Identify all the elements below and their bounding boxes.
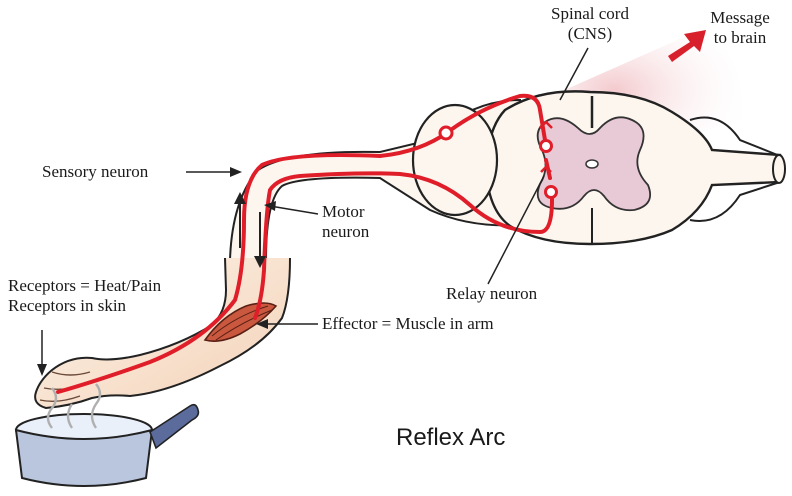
right-root-end (772, 154, 786, 184)
leader-effector-head (256, 319, 268, 329)
synapse-marks (539, 120, 553, 173)
label-receptors: Receptors = Heat/Pain Receptors in skin (8, 276, 161, 316)
steam (46, 383, 102, 429)
sensory-neuron-path (56, 93, 547, 394)
relay-cell-body (539, 139, 553, 153)
label-receptors-line2: Receptors in skin (8, 296, 127, 315)
label-spinal-cord-line1: Spinal cord (551, 4, 629, 23)
leader-motor-head (264, 201, 276, 211)
right-spinal-root (689, 116, 781, 222)
diagram-title: Reflex Arc (396, 424, 506, 451)
motor-direction-arrowhead (254, 256, 266, 268)
label-relay-neuron: Relay neuron (446, 284, 538, 303)
label-motor-neuron: Motor neuron (322, 202, 369, 242)
pot-body (14, 428, 154, 487)
leader-sensory-head (230, 167, 242, 177)
leader-receptors-head (37, 364, 47, 376)
central-canal (585, 159, 599, 169)
label-motor-line2: neuron (322, 222, 370, 241)
muscle-fibers (211, 305, 273, 341)
label-spinal-cord-line2: (CNS) (567, 24, 613, 43)
label-message-to-brain: Message to brain (700, 8, 780, 48)
label-message-line1: Message (710, 8, 770, 27)
label-spinal-cord: Spinal cord (CNS) (530, 4, 650, 44)
leader-relay (487, 175, 545, 285)
label-message-line2: to brain (713, 28, 767, 47)
motor-neuron-path (253, 171, 554, 320)
motor-cell-body (544, 185, 558, 199)
sensory-direction-arrowhead (234, 192, 246, 204)
message-arrow-icon (668, 30, 706, 62)
sensory-cell-body (438, 125, 454, 141)
pot-handle (149, 403, 200, 450)
label-motor-line1: Motor (322, 202, 365, 221)
leader-motor (269, 205, 319, 215)
leader-spinal-cord (559, 47, 589, 101)
arm (34, 257, 291, 410)
label-sensory-neuron: Sensory neuron (42, 162, 149, 181)
dorsal-root-ganglion (411, 103, 499, 217)
label-effector: Effector = Muscle in arm (322, 314, 494, 333)
label-receptors-line1: Receptors = Heat/Pain (8, 276, 162, 295)
